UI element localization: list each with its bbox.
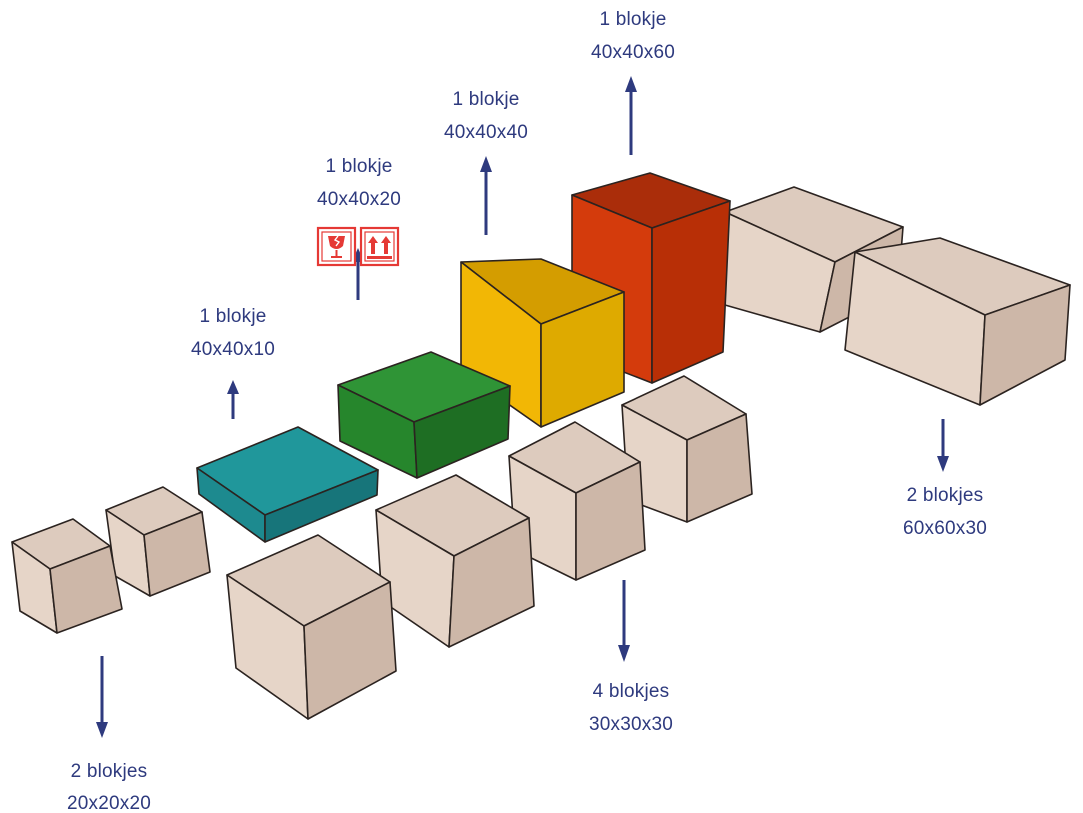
small-cube-1 [11, 518, 123, 634]
small-cube-1-right [49, 545, 123, 634]
arrow-medium-down [618, 580, 630, 662]
large-boxes-label-line2: 60x60x30 [903, 518, 987, 539]
medium-cubes-label-line2: 30x30x30 [589, 714, 673, 735]
yellow-block [460, 258, 625, 428]
medium-cube-3 [508, 421, 646, 581]
arrow-small-down-head [96, 722, 108, 738]
teal-block-label-line1: 1 blokje [199, 306, 266, 327]
green-block [337, 351, 511, 479]
large-box-2 [844, 237, 1071, 406]
up-icon-frame [359, 226, 400, 267]
teal-block-right [264, 469, 379, 543]
arrow-large-down-head [937, 456, 949, 472]
small-cubes-label-line2: 20x20x20 [67, 793, 151, 813]
medium-cube-1-right [303, 581, 397, 720]
teal-block [196, 426, 379, 543]
medium-cube-3-right [575, 461, 646, 581]
small-cube-2-right [143, 511, 211, 597]
medium-cubes-label-line1: 4 blokjes [593, 681, 670, 702]
green-block-label-line1: 1 blokje [325, 156, 392, 177]
fragile-glass-crack [333, 235, 341, 247]
green-block-right [413, 385, 511, 479]
yellow-block-right [540, 291, 625, 428]
arrow-teal-up-head [227, 380, 239, 394]
arrow-large-down [937, 419, 949, 472]
large-boxes-label-line1: 2 blokjes [907, 485, 984, 506]
small-cube-2 [105, 486, 211, 597]
medium-cube-4-right [686, 413, 753, 523]
large-box-2-right [979, 284, 1071, 406]
medium-cube-2-right [448, 517, 535, 648]
up-arrow-left [368, 236, 378, 254]
red-block-label-line2: 40x40x60 [591, 42, 675, 63]
arrow-teal-up [227, 380, 239, 419]
this-way-up-icon [359, 226, 400, 267]
small-cubes-label-line1: 2 blokjes [71, 761, 148, 782]
medium-cube-2 [375, 474, 535, 648]
up-arrow-base [367, 256, 392, 259]
yellow-block-label-line2: 40x40x40 [444, 122, 528, 143]
fragile-glass-icon [316, 226, 357, 267]
yellow-block-label-line1: 1 blokje [452, 89, 519, 110]
arrow-red-up-head [625, 76, 637, 92]
arrow-yellow-up-head [480, 156, 492, 172]
red-block-right [651, 200, 731, 384]
up-arrow-right [381, 236, 391, 254]
fragile-icon-frame [316, 226, 357, 267]
arrow-small-down [96, 656, 108, 738]
green-block-label-line2: 40x40x20 [317, 189, 401, 210]
arrow-medium-down-head [618, 645, 630, 662]
red-block-label-line1: 1 blokje [599, 9, 666, 30]
arrow-yellow-up [480, 156, 492, 235]
arrow-red-up [625, 76, 637, 155]
medium-cube-4 [621, 375, 753, 523]
medium-cube-1 [226, 534, 397, 720]
teal-block-label-line2: 40x40x10 [191, 339, 275, 360]
up-icon-inner [364, 231, 395, 262]
fragile-icon-inner [321, 231, 352, 262]
fragile-glass-bowl [328, 236, 345, 249]
